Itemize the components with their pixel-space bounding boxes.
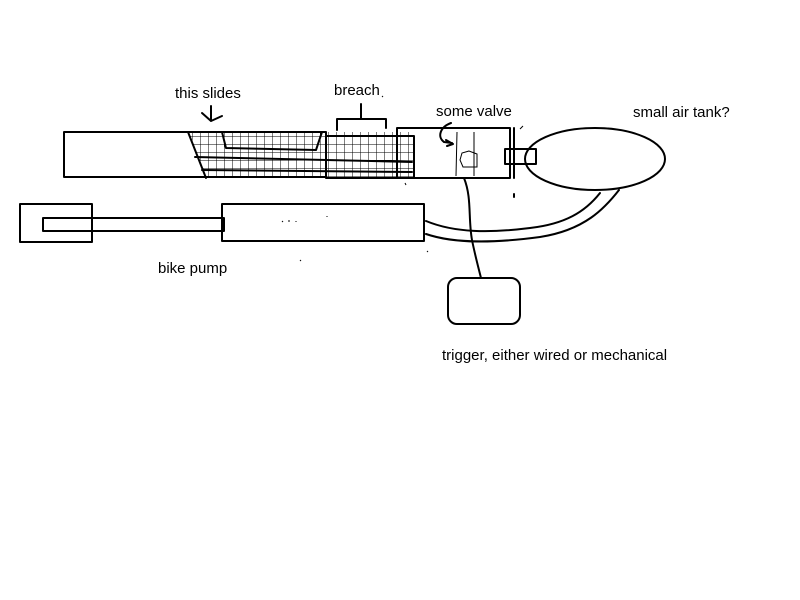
pump-body <box>221 203 425 242</box>
label-this-slides: this slides <box>175 85 241 102</box>
trigger-wire <box>463 177 482 279</box>
valve-plug <box>459 150 478 168</box>
hose-lower <box>425 189 620 243</box>
breach-inner-line-bottom <box>201 169 413 173</box>
label-some-valve: some valve <box>436 103 512 120</box>
breach-bracket <box>336 103 387 131</box>
valve <box>396 122 515 179</box>
label-breach: breach <box>334 82 380 99</box>
air-tank <box>524 127 666 191</box>
valve-arrow-icon <box>439 122 454 147</box>
breach-hatch <box>187 131 415 179</box>
label-trigger: trigger, either wired or mechanical <box>442 347 668 364</box>
slide-arrow-icon <box>201 105 223 122</box>
tank-connector <box>504 148 537 165</box>
valve-channel <box>455 131 475 177</box>
pump-handle <box>19 203 93 243</box>
pump-rod <box>42 217 225 232</box>
breach-opening <box>221 131 323 151</box>
hose-upper <box>425 192 601 233</box>
stray-marks <box>281 95 524 262</box>
trigger-box <box>447 277 521 325</box>
valve-box <box>396 127 511 179</box>
breach-inner-line-top <box>194 156 413 163</box>
label-bike-pump: bike pump <box>158 260 228 277</box>
breach-chamber <box>325 135 415 179</box>
label-small-air-tank: small air tank? <box>633 104 730 121</box>
